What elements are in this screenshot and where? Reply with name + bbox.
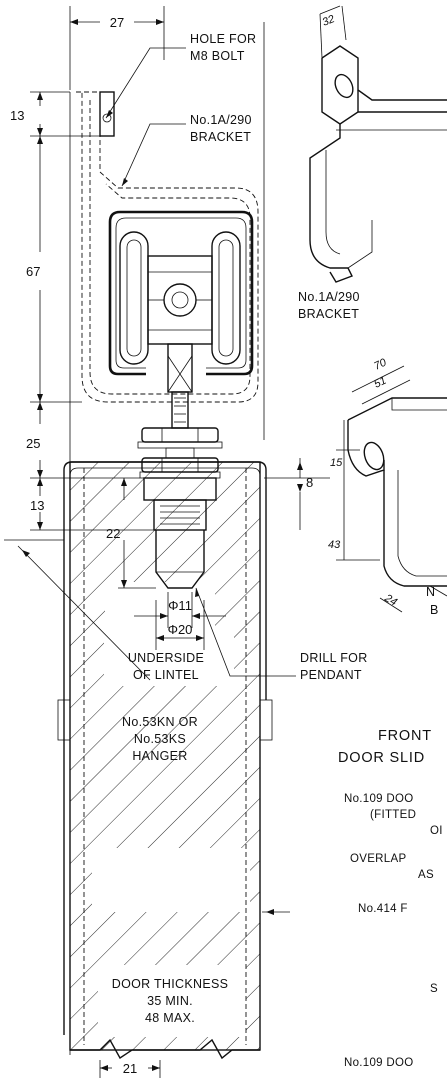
title-line1: FRONT: [378, 728, 432, 744]
label-hanger-line3: HANGER: [132, 749, 187, 763]
note2-line1: OVERLAP: [350, 853, 406, 865]
note2-line2: AS: [418, 869, 434, 881]
dim-top-width: 27: [110, 15, 124, 30]
pendant-nuts: [137, 427, 223, 479]
label-bracket-line1: No.1A/290: [190, 113, 252, 127]
label-underside-line2: OF LINTEL: [133, 668, 199, 682]
dim-lintel-gap: 13: [30, 498, 44, 513]
iso-plate-partial-1: N: [426, 585, 435, 599]
label-hanger-line2: No.53KS: [134, 732, 186, 746]
dim-bottom-width: 21: [123, 1061, 137, 1076]
dim-bolt-dia: Φ11: [168, 598, 192, 613]
track-channel: [108, 210, 254, 376]
iso-bracket-caption-line2: BRACKET: [298, 307, 359, 321]
bracket-section: [99, 91, 115, 137]
label-door-line3: 48 MAX.: [145, 1011, 195, 1025]
label-drill-line1: DRILL FOR: [300, 651, 368, 665]
iso-plate-dim-51: 51: [372, 375, 388, 391]
iso-plate-partial-2: B: [430, 603, 439, 617]
dim-plate-thickness: 8: [306, 475, 313, 490]
dim-counterbore-depth: 22: [106, 526, 120, 541]
iso-bracket-drawing: [309, 5, 447, 283]
label-hole-line1: HOLE FOR: [190, 32, 256, 46]
note3: No.414 F: [358, 903, 408, 915]
label-hole-line2: M8 BOLT: [190, 49, 245, 63]
iso-plate-dim-43: 43: [328, 539, 341, 551]
note1-line1: No.109 DOO: [344, 793, 413, 805]
dim-counterbore-dia: Φ20: [168, 622, 193, 637]
dim-bracket-height: 67: [26, 264, 40, 279]
note1-line2: (FITTED: [370, 809, 416, 821]
note4: S: [430, 983, 438, 995]
dim-top-offset: 13: [10, 108, 24, 123]
title-line2: DOOR SLID: [338, 750, 425, 766]
iso-bracket-caption-line1: No.1A/290: [298, 290, 360, 304]
iso-plate-drawing: [336, 365, 447, 613]
label-door-line1: DOOR THICKNESS: [112, 977, 229, 991]
label-underside-line1: UNDERSIDE: [128, 651, 204, 665]
iso-plate-dim-15: 15: [330, 457, 343, 469]
label-bracket-line2: BRACKET: [190, 130, 251, 144]
pendant-bolt: [143, 477, 217, 589]
note1-line3: OI: [430, 825, 443, 837]
dim-pendant-length: 25: [26, 436, 40, 451]
iso-plate-dim-70: 70: [372, 356, 389, 372]
dimension-lines: [4, 6, 330, 1078]
label-drill-line2: PENDANT: [300, 668, 362, 682]
bracket-outline: [76, 91, 259, 403]
hanger-body: [147, 255, 213, 429]
iso-bracket-dim: 32: [321, 13, 337, 29]
iso-plate-dim-24: 24: [382, 592, 399, 609]
label-door-line2: 35 MIN.: [147, 994, 193, 1008]
leader-lines: [17, 47, 296, 681]
label-hanger-line1: No.53KN OR: [122, 715, 198, 729]
note5: No.109 DOO: [344, 1057, 413, 1069]
